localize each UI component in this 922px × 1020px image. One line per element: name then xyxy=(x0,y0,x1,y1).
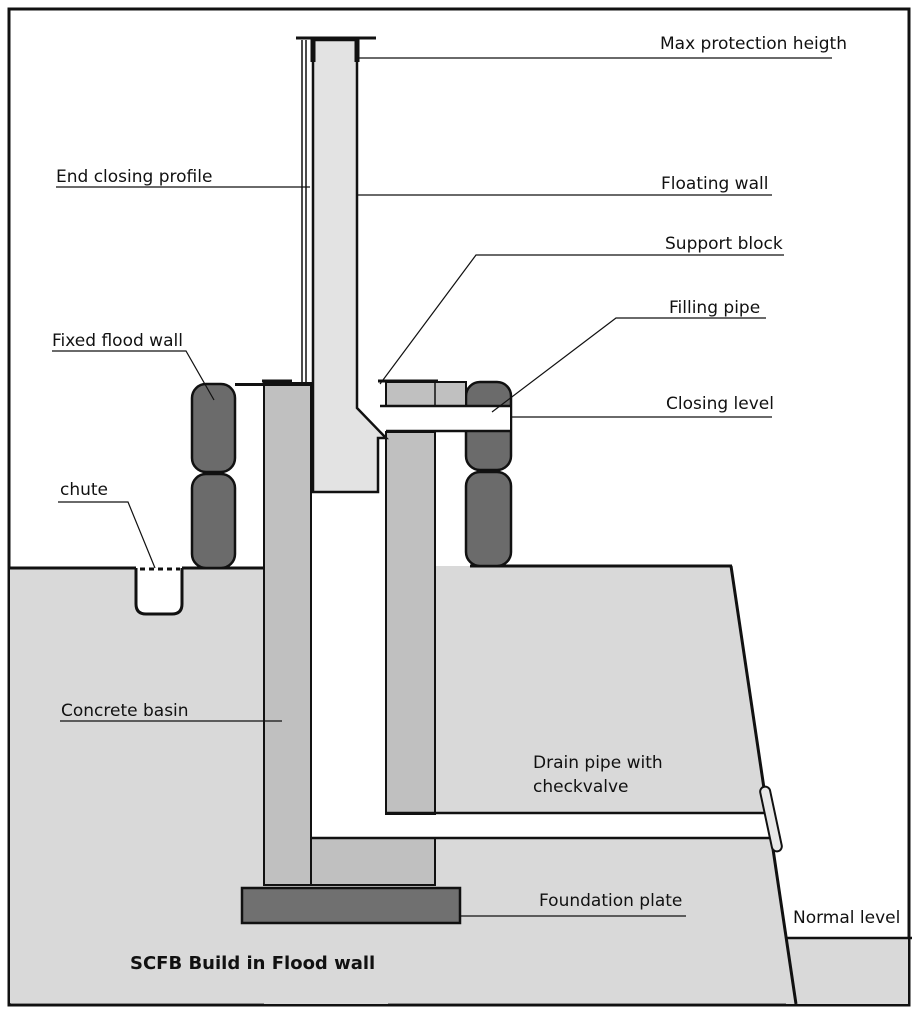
concrete-basin-bottom xyxy=(310,837,436,886)
label-end-closing-profile: End closing profile xyxy=(56,167,212,187)
ground-right xyxy=(386,566,796,1003)
leader-support-block xyxy=(379,254,784,385)
label-closing-level: Closing level xyxy=(666,394,774,414)
foundation-plate xyxy=(240,886,462,925)
water-normal-level xyxy=(786,938,908,1004)
closing-level-band xyxy=(386,406,510,430)
concrete-basin-left-wall xyxy=(263,382,312,886)
label-support-block: Support block xyxy=(665,234,783,254)
ground-left xyxy=(10,568,264,1003)
support-block xyxy=(385,381,467,407)
label-filling-pipe: Filling pipe xyxy=(669,298,760,318)
diagram-title: SCFB Build in Flood wall xyxy=(130,953,375,974)
label-drain-pipe-line2: checkvalve xyxy=(533,777,629,797)
fixed-flood-wall-bag-upper-left xyxy=(190,382,237,474)
checkvalve xyxy=(759,785,783,853)
fixed-flood-wall-bag-lower-left xyxy=(190,472,237,570)
floating-wall xyxy=(311,38,389,494)
leader-chute xyxy=(58,501,156,569)
fixed-flood-wall-bag-lower-right xyxy=(464,470,513,568)
leader-filling-pipe xyxy=(491,317,766,413)
label-max-protection: Max protection heigth xyxy=(660,34,847,54)
concrete-basin-right-wall xyxy=(385,431,436,815)
basin-left-top xyxy=(235,383,311,386)
channel-horizontal xyxy=(311,812,781,838)
label-drain-pipe-line1: Drain pipe with xyxy=(533,753,663,773)
label-foundation-plate: Foundation plate xyxy=(539,891,682,911)
chute-shape xyxy=(134,568,184,616)
leader-fixed-flood-wall xyxy=(52,350,215,401)
label-chute: chute xyxy=(60,480,108,500)
label-fixed-flood-wall: Fixed flood wall xyxy=(52,331,183,351)
dike-slope xyxy=(729,565,798,1005)
label-concrete-basin: Concrete basin xyxy=(61,701,189,721)
label-normal-level: Normal level xyxy=(793,908,900,928)
label-floating-wall: Floating wall xyxy=(661,174,768,194)
